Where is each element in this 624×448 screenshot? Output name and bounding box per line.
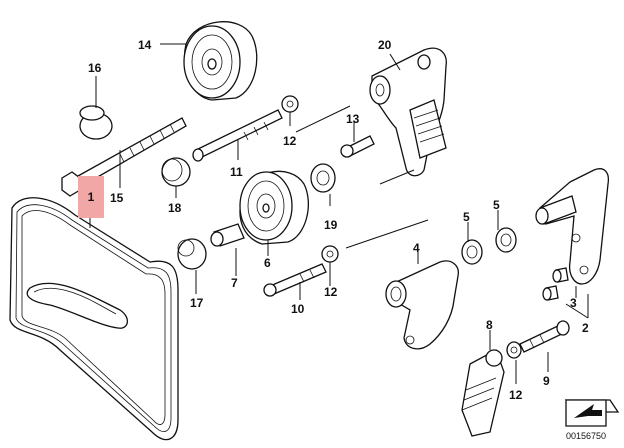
callout-5b[interactable]: 5 [493,198,500,212]
damper-8 [461,349,505,437]
bolt-11 [192,109,283,162]
callout-12-low[interactable]: 12 [509,388,523,402]
document-number: 00156750 [566,431,607,441]
idler-pulley-14 [183,21,258,101]
callout-20[interactable]: 20 [378,38,392,52]
callout-7[interactable]: 7 [231,276,238,290]
bolt-13 [340,135,375,158]
tensioner-arm-4 [385,260,459,350]
callout-13[interactable]: 13 [346,112,360,126]
callout-3[interactable]: 3 [570,296,577,310]
callout-16[interactable]: 16 [88,61,102,75]
bolt-10 [263,263,327,297]
callout-18[interactable]: 18 [168,201,182,215]
washer-12-low [506,341,522,359]
callout-9[interactable]: 9 [543,374,550,388]
callout-14[interactable]: 14 [138,38,152,52]
callout-4[interactable]: 4 [413,241,420,255]
callout-10[interactable]: 10 [291,302,305,316]
callout-2[interactable]: 2 [582,321,589,335]
callout-12-mid[interactable]: 12 [324,285,338,299]
bushing-7 [210,223,245,247]
drive-belt [9,197,179,441]
callout-6[interactable]: 6 [264,256,271,270]
bolt-9 [519,320,570,353]
callout-15[interactable]: 15 [110,191,124,205]
pulley-cap-16 [79,105,113,140]
bearings-5 [461,227,517,265]
folded-corner-arrow-icon [564,399,620,427]
washer-12-mid [321,245,339,263]
callout-8[interactable]: 8 [486,318,493,332]
cap-18 [161,157,191,187]
callout-11[interactable]: 11 [230,165,243,179]
idler-pulley-6 [239,170,309,245]
callout-1-highlighted[interactable]: 1 [78,176,104,218]
long-bolt-15 [61,117,187,197]
callout-5a[interactable]: 5 [463,210,470,224]
bracket-2 [535,168,610,285]
tensioner-20 [369,47,447,177]
pins-3 [542,267,569,301]
leader-lines [89,43,589,384]
cap-17 [177,238,207,270]
washer-19 [310,163,336,193]
callout-19[interactable]: 19 [324,218,338,232]
callout-12-top[interactable]: 12 [283,134,297,148]
washer-12-top [281,95,299,113]
callout-17[interactable]: 17 [190,296,204,310]
